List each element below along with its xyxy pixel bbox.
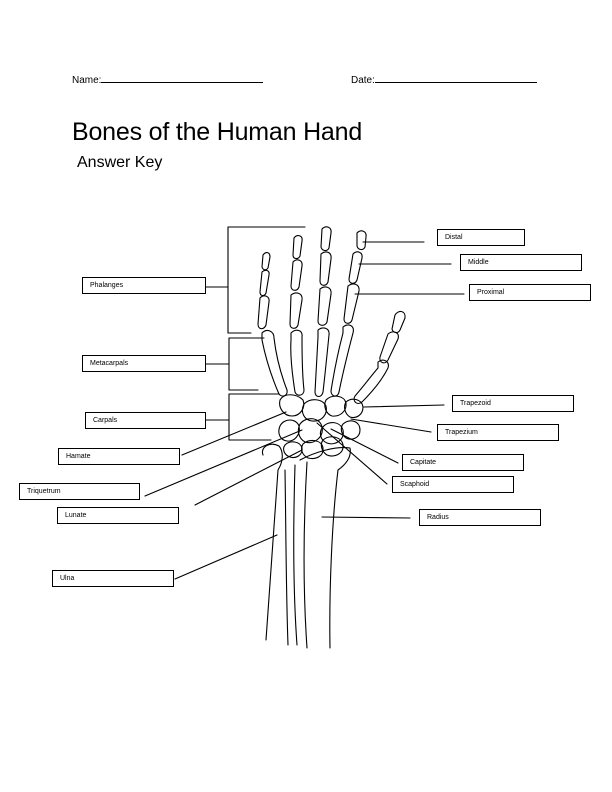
finger-bones [258, 227, 405, 404]
label-proximal[interactable]: Proximal [469, 284, 591, 301]
label-trapezoid[interactable]: Trapezoid [452, 395, 574, 412]
label-carpals[interactable]: Carpals [85, 412, 206, 429]
label-ulna[interactable]: Ulna [52, 570, 174, 587]
label-distal[interactable]: Distal [437, 229, 525, 246]
label-scaphoid[interactable]: Scaphoid [392, 476, 514, 493]
label-phalanges[interactable]: Phalanges [82, 277, 206, 294]
label-triquetrum[interactable]: Triquetrum [19, 483, 140, 500]
group-brackets [228, 227, 305, 440]
label-capitate[interactable]: Capitate [402, 454, 524, 471]
label-hamate[interactable]: Hamate [58, 448, 180, 465]
forearm-bones [262, 444, 350, 648]
label-lunate[interactable]: Lunate [57, 507, 179, 524]
label-trapezium[interactable]: Trapezium [437, 424, 559, 441]
label-metacarpals[interactable]: Metacarpals [82, 355, 206, 372]
label-radius[interactable]: Radius [419, 509, 541, 526]
label-middle[interactable]: Middle [460, 254, 582, 271]
